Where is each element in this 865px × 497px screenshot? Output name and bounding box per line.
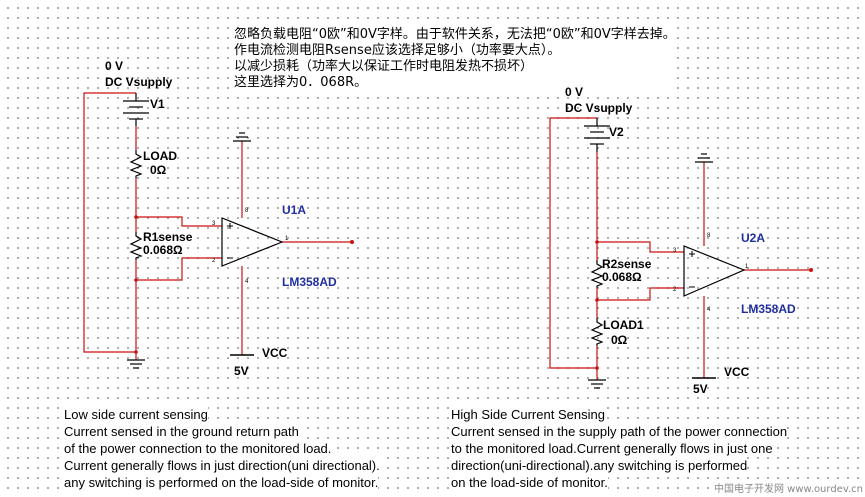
junction-dot [134,215,138,219]
left-circuit: 0 V DC Vsupply V1 LOAD 0Ω R1sense 0.068Ω… [83,59,354,378]
junction-dot [134,278,138,282]
vcc-label: VCC [724,365,750,379]
vcc-value-label: 5V [693,382,708,396]
pin-number: 3 [673,248,677,254]
opamp-part-label: LM358AD [282,275,337,289]
pin-number: 8 [245,208,249,214]
resistor-load-symbol [129,150,143,178]
pin-number: 4 [707,307,711,313]
junction-dot [595,366,599,370]
opamp-ref-label: U1A [282,203,306,217]
ground-right-circuit [588,379,606,389]
left-wires [83,92,352,360]
pin-number: 2 [673,287,677,293]
description-line: any switching is performed on the load-s… [64,474,379,491]
resistor-r1sense-symbol [129,232,143,260]
vcc-label: VCC [262,346,288,360]
note-line: 以减少损耗（功率大以保证工作时电阻发热不损坏） [234,59,534,74]
resistor-load1-symbol [590,318,604,346]
right-circuit: 0 V DC Vsupply V2 R2sense 0.068Ω LOAD1 0… [549,85,813,396]
note-line: 作电流检测电阻Rsense应该选择足够小（功率要大点）。 [234,43,561,58]
resistor-r2sense-symbol [590,260,604,288]
supply-voltage-label: 0 V [565,85,583,99]
description-line: on the load-side of monitor. [451,474,608,491]
supply-voltage-label: 0 V [105,59,123,73]
pin-number: 3 [212,221,216,227]
opamp-u2a-symbol [683,245,746,297]
supply-type-label: DC Vsupply [105,75,173,89]
sense-value-label: 0.068Ω [602,270,642,284]
pin-number: 2 [212,258,216,264]
note-text: 忽略负载电阻“0欧”和0V字样。由于软件关系，无法把“0欧”和0V字样去掉。 作… [234,27,676,91]
supply-ref-label: V2 [609,125,624,139]
right-description: High Side Current Sensing Current sensed… [451,406,788,491]
pin-number: 1 [285,236,289,242]
opamp-part-label: LM358AD [741,302,796,316]
output-probe [350,240,354,244]
ground-left-circuit [127,359,145,369]
pin-number: 4 [245,279,249,285]
load-ref-label: LOAD1 [603,318,644,332]
sense-ref-label: R2sense [602,257,652,271]
battery-v2-symbol [584,118,610,152]
description-line: Current sensed in the supply path of the… [451,423,788,440]
description-line: direction(uni-directional).any switching… [451,457,748,474]
supply-type-label: DC Vsupply [565,101,633,115]
description-line: High Side Current Sensing [451,406,605,423]
sense-value-label: 0.068Ω [143,243,183,257]
junction-dot [595,298,599,302]
junction-dot [134,350,138,354]
sense-ref-label: R1sense [143,230,193,244]
pin-number: 1 [745,264,749,270]
pin-number: 8 [707,233,711,239]
vcc-value-label: 5V [234,364,249,378]
load-value-label: 0Ω [150,163,167,177]
description-line: Current generally flows in just directio… [64,457,380,474]
note-line: 忽略负载电阻“0欧”和0V字样。由于软件关系，无法把“0欧”和0V字样去掉。 [234,27,676,42]
opamp-u1a-symbol [221,217,284,267]
description-line: of the power connection to the monitored… [64,440,332,457]
load-ref-label: LOAD [143,149,177,163]
ground-opamp-u2a [695,153,713,163]
junction-dot [595,240,599,244]
description-line: Current sensed in the ground return path [64,423,299,440]
supply-ref-label: V1 [150,97,165,111]
battery-v1-symbol [123,93,149,126]
ground-opamp-u1a [233,132,251,142]
output-probe [809,268,813,272]
description-line: to the monitored load.Current generally … [451,440,773,457]
opamp-ref-label: U2A [741,231,765,245]
load-value-label: 0Ω [611,333,628,347]
note-line: 这里选择为0．068R。 [234,75,368,90]
left-description: Low side current sensing Current sensed … [64,406,380,491]
right-wires [549,117,811,380]
description-line: Low side current sensing [64,406,208,423]
watermark: 中国电子开发网 www.ourdev.cn [713,480,863,495]
